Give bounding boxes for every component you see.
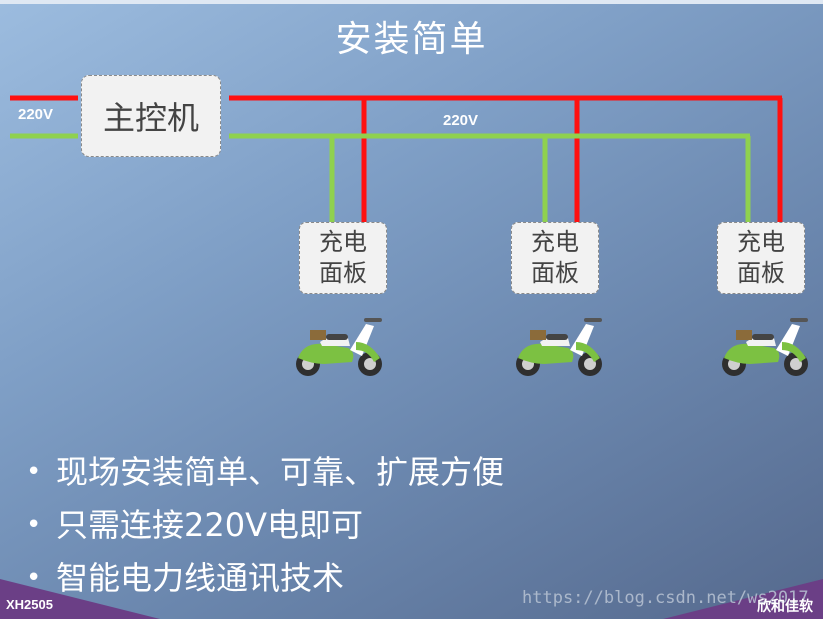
bullet-marker: • [26,510,42,540]
corner-accent-right [663,579,823,619]
slide-title: 安装简单 [335,19,488,60]
panel-line2: 面板 [737,259,785,287]
neutral-wire [10,133,751,222]
panel-line1: 充电 [319,228,367,256]
voltage-label-left: 220V [18,106,54,123]
electric-scooter-icon [722,318,808,376]
top-edge [0,0,823,4]
bullet-item: • 只需连接220V电即可 [26,503,504,556]
watermark: https://blog.csdn.net/ws2017 [522,588,809,608]
panel-line2: 面板 [531,259,579,287]
bullet-item: • 智能电力线通讯技术 [26,556,504,609]
bullet-item: • 现场安装简单、可靠、扩展方便 [26,450,504,503]
charging-panel-2: 充电 面板 [511,222,599,294]
footer-brand: 欣和佳软 [757,599,813,615]
bullet-marker: • [26,457,42,487]
charging-panel-1: 充电 面板 [299,222,387,294]
voltage-label-bus: 220V [443,112,479,129]
bullet-text: 只需连接220V电即可 [56,506,363,544]
bullet-text: 现场安装简单、可靠、扩展方便 [56,453,505,491]
panel-line1: 充电 [531,228,579,256]
main-controller-box: 主控机 [81,75,221,157]
bullet-marker: • [26,563,42,593]
bullet-list: • 现场安装简单、可靠、扩展方便 • 只需连接220V电即可 • 智能电力线通讯技术 [26,450,504,609]
controller-label: 主控机 [102,99,199,137]
panel-line2: 面板 [319,259,367,287]
footer-code: XH2505 [6,597,53,612]
panel-line1: 充电 [737,228,785,256]
corner-accent-left [0,579,160,619]
bullet-text: 智能电力线通讯技术 [56,559,345,597]
charging-panel-3: 充电 面板 [717,222,805,294]
live-wire [10,95,783,222]
electric-scooter-icon [516,318,602,376]
electric-scooter-icon [296,318,382,376]
